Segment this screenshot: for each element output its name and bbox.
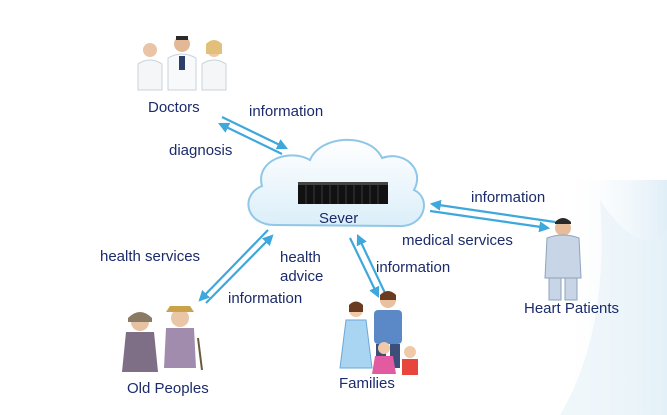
heart-patient-figure [544, 218, 582, 301]
edge-label-families-information: information [376, 259, 451, 276]
arrow-families-to-server [356, 234, 386, 294]
edge-label-patients-information: information [471, 189, 546, 206]
arrow-doctors-to-server [221, 116, 288, 150]
edge-label-families-advice: advice [280, 268, 324, 285]
edge-label-old-information: information [228, 290, 303, 307]
edge-label-patients-medical-services: medical services [402, 232, 513, 249]
edge-label-families-health: health [280, 249, 321, 266]
edge-label-old-health-services: health services [100, 248, 201, 265]
doctors-figure [137, 36, 227, 91]
old-peoples-figure [122, 306, 203, 372]
arrow-server-to-families [349, 237, 380, 298]
arrows [198, 116, 556, 304]
node-label-old-peoples: Old Peoples [127, 380, 209, 397]
arrow-patients-to-server [429, 199, 556, 224]
family-figure [339, 291, 418, 375]
edge-label-doctors-information: information [249, 103, 324, 120]
node-label-families: Families [339, 375, 395, 392]
edge-label-doctors-diagnosis: diagnosis [169, 142, 233, 159]
background-swirl [560, 200, 667, 415]
node-label-doctors: Doctors [148, 99, 200, 116]
arrow-server-to-doctors [218, 122, 283, 155]
arrow-server-to-old [198, 229, 269, 302]
arrow-server-to-patients [429, 209, 551, 233]
server-rack-icon [298, 182, 388, 204]
arrow-old-to-server [205, 234, 274, 304]
node-label-heart-patients: Heart Patients [524, 300, 620, 317]
node-label-server: Sever [319, 210, 359, 227]
